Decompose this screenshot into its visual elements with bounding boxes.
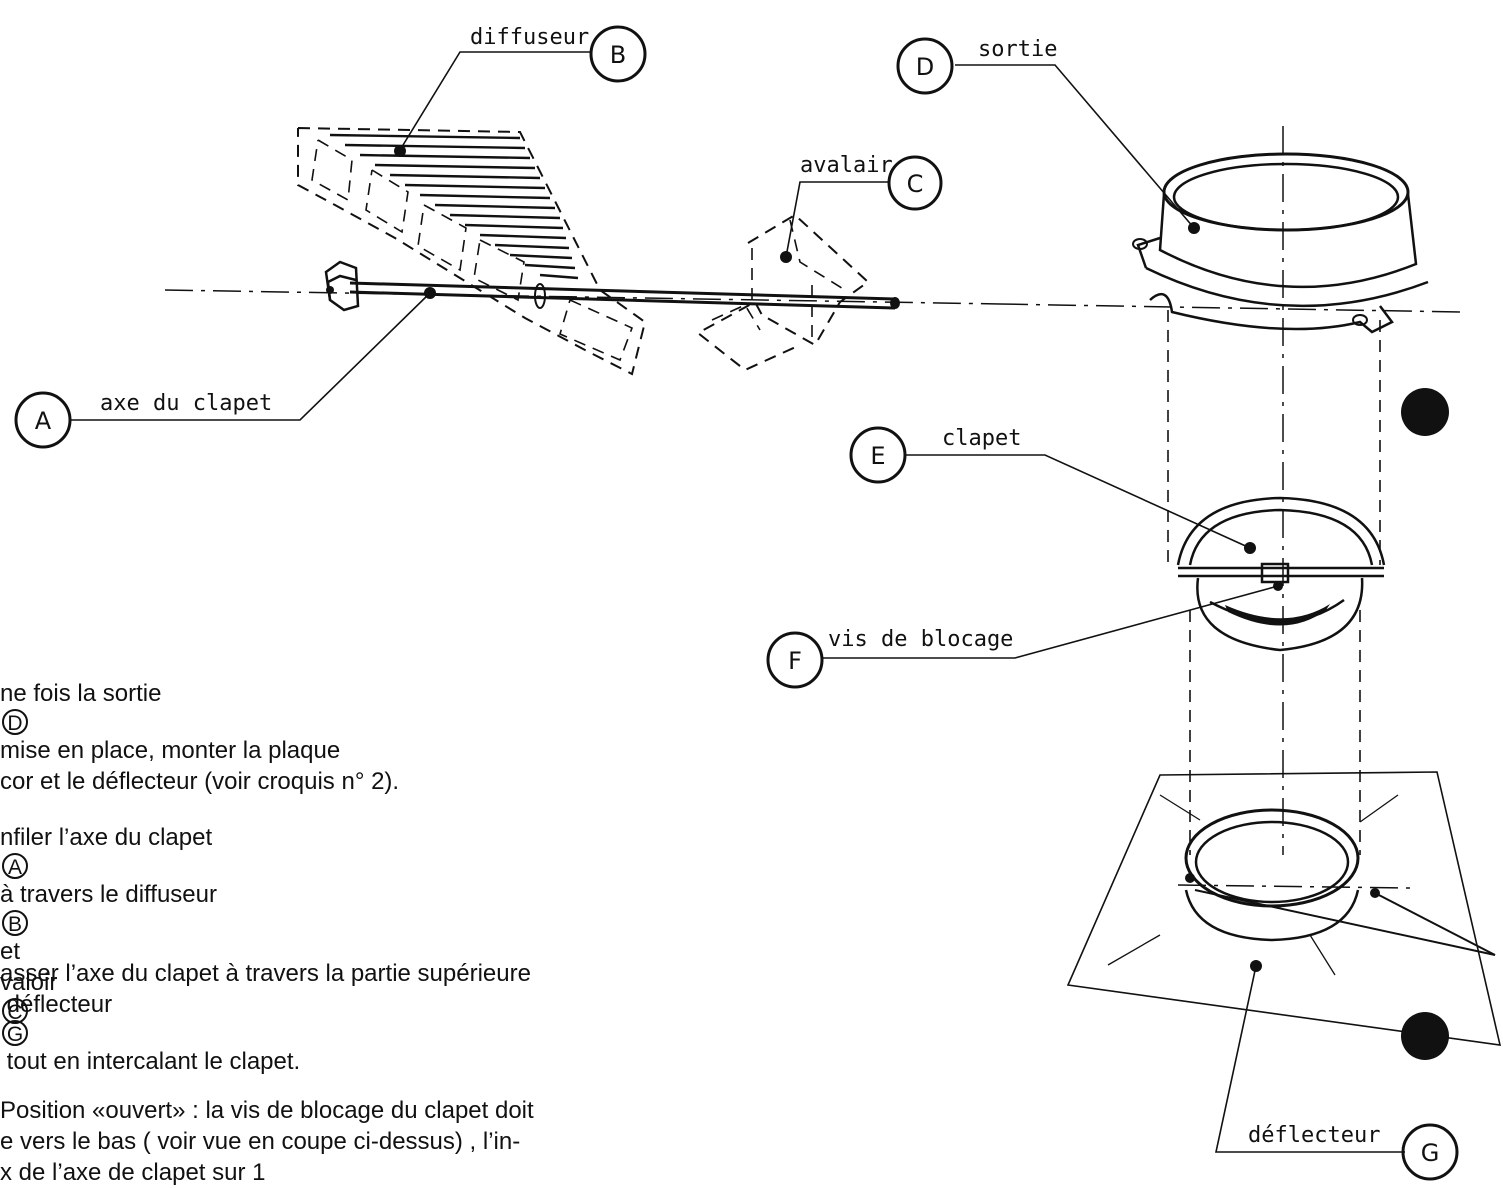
right-centerlines <box>999 126 1461 855</box>
callout-a: A axe du clapet <box>14 391 272 449</box>
sortie-drawing <box>1132 152 1429 334</box>
axle-rod <box>324 260 900 312</box>
ref-circle-d: D <box>2 709 28 735</box>
svg-text:sortie: sortie <box>978 37 1057 62</box>
svg-text:D: D <box>916 53 934 81</box>
leader-lines-right <box>822 64 1405 1153</box>
svg-text:avalair: avalair <box>800 153 893 178</box>
callout-d: D sortie <box>896 37 1057 95</box>
callout-b: B diffuseur <box>470 25 647 83</box>
svg-text:vis de blocage: vis de blocage <box>828 627 1013 652</box>
svg-text:F: F <box>788 647 802 675</box>
callout-f: F vis de blocage <box>766 627 1013 689</box>
svg-text:diffuseur: diffuseur <box>470 25 589 50</box>
svg-text:déflecteur: déflecteur <box>1248 1123 1380 1148</box>
marker-dot-lower <box>1401 1012 1449 1060</box>
svg-text:A: A <box>35 407 52 435</box>
instruction-step-3: asser l’axe du clapet à travers la parti… <box>0 960 531 1075</box>
leader-lines-left <box>70 51 890 421</box>
svg-text:axe du clapet: axe du clapet <box>100 391 272 416</box>
svg-text:clapet: clapet <box>942 426 1021 451</box>
clapet-drawing <box>1176 496 1386 652</box>
svg-text:E: E <box>870 442 885 470</box>
axis-centerline <box>164 289 1001 305</box>
marker-dot-upper <box>1401 388 1449 436</box>
ref-circle-g: G <box>2 1020 28 1046</box>
diffuser-drawing <box>297 127 647 376</box>
ref-circle-b: B <box>2 910 28 936</box>
ref-circle-a: A <box>2 853 28 879</box>
deflecteur-drawing <box>1066 771 1502 1046</box>
svg-text:G: G <box>1421 1139 1440 1167</box>
callout-g: G déflecteur <box>1248 1123 1459 1181</box>
svg-text:B: B <box>610 41 626 69</box>
callout-e: E clapet <box>849 426 1021 484</box>
instruction-step-4: Position «ouvert» : la vis de blocage du… <box>0 1097 534 1186</box>
callout-c: C avalair <box>800 153 943 211</box>
svg-text:C: C <box>907 170 924 198</box>
